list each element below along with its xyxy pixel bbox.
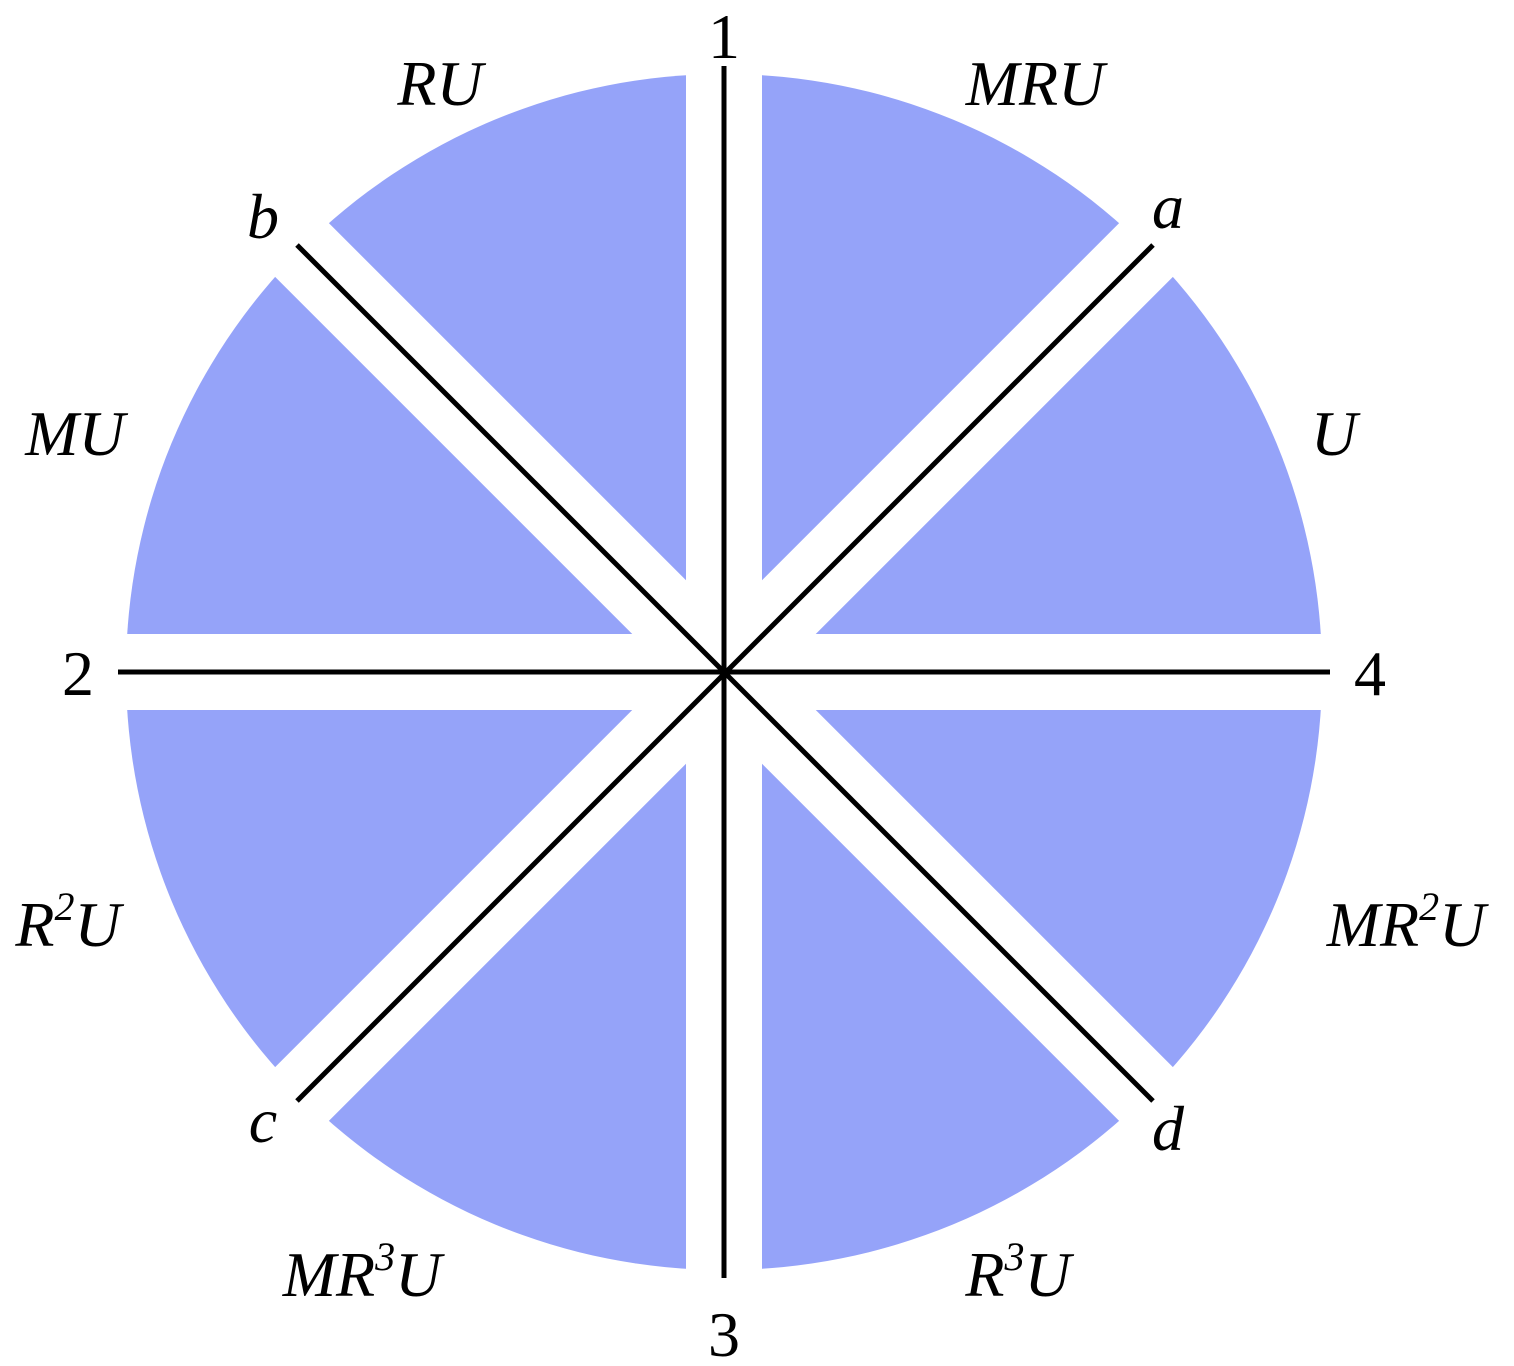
reflection-axes (118, 66, 1330, 1278)
region-label-mru: MRU (965, 48, 1108, 119)
r3u-base: R (964, 1239, 1004, 1310)
r3u-superscript: 3 (1003, 1234, 1024, 1279)
axis-label-d: d (1152, 1093, 1185, 1164)
axis-a-c (295, 243, 1155, 1103)
mr2u-superscript: 2 (1419, 884, 1439, 929)
region-label-mr3u: MR3U (282, 1234, 445, 1310)
axis-label-a: a (1152, 171, 1184, 242)
axis-label-c: c (249, 1085, 277, 1156)
axis-label-2: 2 (62, 638, 94, 709)
mr2u-tail: U (1439, 889, 1489, 960)
axis-label-1: 1 (708, 1, 740, 72)
mr3u-superscript: 3 (374, 1234, 395, 1279)
r2u-superscript: 2 (54, 884, 74, 929)
region-label-r2u: R2U (14, 884, 124, 960)
r2u-base: R (14, 889, 54, 960)
region-label-mu: MU (24, 398, 128, 469)
axis-label-3: 3 (708, 1299, 740, 1366)
r2u-tail: U (74, 889, 124, 960)
region-label-u: U (1311, 398, 1361, 469)
axis-label-b: b (247, 181, 279, 252)
mr3u-tail: U (395, 1239, 445, 1310)
r3u-tail: U (1024, 1239, 1074, 1310)
region-label-r3u: R3U (964, 1234, 1074, 1310)
region-label-mr2u: MR2U (1326, 884, 1489, 960)
axis-label-4: 4 (1354, 638, 1386, 709)
mr2u-pre: MR (1326, 889, 1419, 960)
mr3u-pre: MR (282, 1239, 375, 1310)
region-label-ru: RU (396, 48, 486, 119)
